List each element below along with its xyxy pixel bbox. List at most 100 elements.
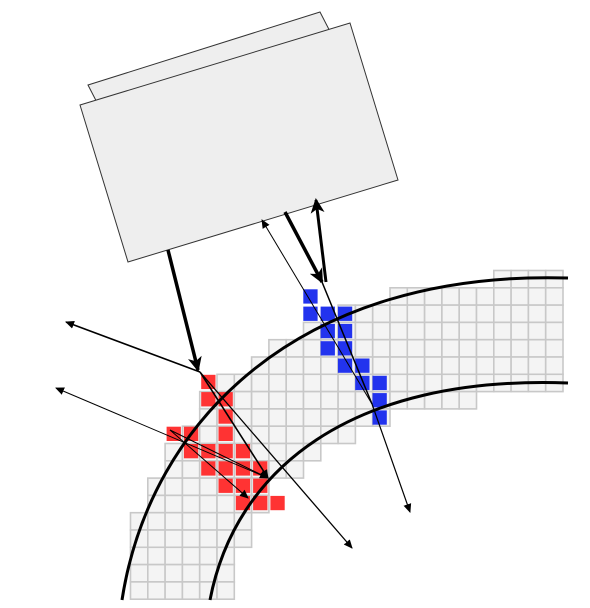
grid-cell: [510, 286, 530, 306]
grid-cell: [285, 356, 305, 376]
grid-cell: [406, 356, 426, 376]
grid-cell: [354, 321, 374, 341]
inner-wall-curve: [208, 381, 569, 601]
grid-cell: [458, 286, 478, 306]
blue-cell: [355, 375, 370, 391]
grid-cell: [319, 356, 339, 376]
grid-cell: [544, 356, 564, 376]
grid-cell: [423, 373, 443, 393]
grid-cell: [129, 581, 149, 601]
grid-cell: [319, 390, 339, 410]
grid-cell: [423, 356, 443, 376]
grid-cell: [510, 321, 530, 341]
grid-cell: [181, 581, 201, 601]
grid-cell: [198, 546, 218, 566]
grid-cell: [250, 390, 270, 410]
grid-cell: [337, 373, 357, 393]
grid-cell: [147, 529, 166, 549]
blue-cell: [320, 323, 335, 339]
grid-cell: [441, 338, 460, 358]
grid-cell: [302, 390, 322, 410]
grid-cell: [458, 356, 478, 376]
grid-cell: [198, 494, 218, 514]
grid-cell: [147, 511, 166, 531]
red-cell: [235, 478, 251, 493]
incident-beam-left: [166, 249, 202, 372]
red-cell: [218, 392, 233, 407]
grid-cell: [198, 425, 218, 445]
red-cell: [235, 461, 251, 476]
ray-red-to-lower-right: [199, 371, 353, 549]
grid-cell: [250, 408, 270, 427]
outer-wall-curve: [120, 276, 569, 601]
grid-cell: [527, 286, 547, 306]
grid-cell: [250, 373, 270, 393]
grid-cell: [423, 321, 443, 341]
grid-cell: [302, 425, 322, 445]
grid-cell: [181, 546, 201, 566]
grid-cell: [181, 477, 201, 497]
grid-cell: [164, 529, 184, 549]
grid-cell: [164, 563, 184, 583]
grid-cell: [285, 425, 305, 445]
grid-cell: [389, 321, 409, 341]
grid-cell: [527, 356, 547, 376]
grid-cell: [458, 304, 478, 324]
grid-cell: [492, 304, 512, 324]
blue-cell: [372, 375, 387, 391]
grid-cell: [458, 321, 478, 341]
grid-cell: [302, 356, 322, 376]
blue-cell: [337, 341, 353, 356]
grid-cell: [441, 304, 460, 324]
grid-cell: [527, 338, 547, 358]
grid-cell: [302, 373, 322, 393]
blue-cell: [337, 323, 353, 339]
grid-cell: [181, 459, 201, 479]
grid-cell: [198, 477, 218, 497]
transmitted-ray-blue: [371, 403, 412, 513]
grid-cell: [475, 338, 495, 358]
grid-cell: [268, 373, 287, 393]
grid-cell: [475, 373, 495, 393]
grid-cell: [268, 390, 287, 410]
grid-cell: [441, 356, 460, 376]
grid-cell: [164, 546, 184, 566]
grid-cell: [458, 338, 478, 358]
red-cell: [270, 495, 285, 511]
grid-cell: [337, 425, 357, 445]
reflected-ray-upper-left: [65, 321, 201, 373]
ray-through-blue-cluster: [321, 281, 373, 405]
grid-cell: [233, 390, 253, 410]
grid-cell: [181, 511, 201, 531]
grid-cell: [389, 356, 409, 376]
blue-cell: [320, 341, 335, 356]
grid-cell: [302, 408, 322, 427]
grid-cell: [527, 321, 547, 341]
grid-cell: [337, 390, 357, 410]
grid-cell: [475, 304, 495, 324]
grid-cell: [164, 477, 184, 497]
grid-cell: [441, 321, 460, 341]
grid-cell: [129, 563, 149, 583]
grid-cell: [406, 373, 426, 393]
transducer-front-face: [79, 22, 399, 263]
grid-cell: [510, 338, 530, 358]
grid-cell: [216, 494, 236, 514]
red-cell: [183, 444, 199, 459]
grid-cell: [285, 408, 305, 427]
blue-cell: [337, 358, 353, 373]
grid-cell: [250, 442, 270, 462]
grid-cell: [164, 494, 184, 514]
grid-cell: [423, 338, 443, 358]
red-cell: [253, 478, 268, 493]
grid-cell: [268, 408, 287, 427]
grid-cell: [492, 356, 512, 376]
red-cell: [218, 426, 233, 441]
grid-cell: [216, 581, 236, 601]
red-cell: [218, 478, 233, 493]
grid-cell: [423, 304, 443, 324]
grid-cell: [458, 390, 478, 410]
grid-cell: [164, 511, 184, 531]
grid-cell: [198, 529, 218, 549]
grid-cell: [371, 321, 391, 341]
